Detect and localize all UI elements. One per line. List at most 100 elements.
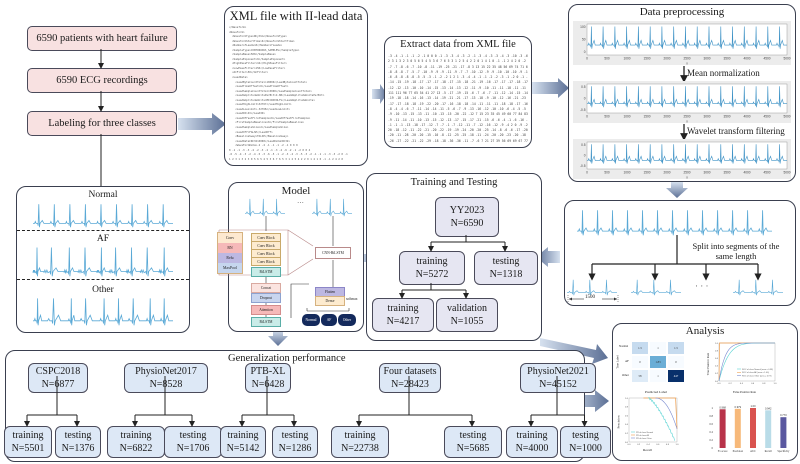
x-tick-label: 5000 [783, 57, 790, 61]
legend-label: ROC of class Normal (area = 0.98) [742, 369, 773, 371]
roc-y-label: True Positive Rate [706, 352, 711, 376]
y-tick-label: 0.8 [625, 407, 629, 409]
cnn-bilstm-block: CNN-BiLSTM [315, 247, 351, 259]
x-tick-label: 1500 [643, 115, 650, 119]
x-tick-label: 0.4 [740, 383, 744, 385]
x-tick-label: 0.2 [637, 444, 641, 446]
node-count: N=1318 [489, 269, 523, 280]
node-count: N=5685 [456, 443, 490, 454]
split-caption-line2: same length [715, 251, 757, 261]
y-tick-label: 50 [582, 38, 586, 42]
cm-cell: 1 [649, 341, 667, 355]
node-count: N=1000 [569, 443, 602, 454]
x-tick-label: 1000 [623, 171, 630, 175]
node-name: training [120, 430, 152, 441]
node-name: training [387, 303, 419, 314]
arrow-model-to-generalization [268, 330, 288, 346]
bilstm-block-1: BiLSTM [251, 267, 281, 277]
node-count: N=28423 [391, 379, 429, 390]
ecg-trace [33, 204, 173, 228]
conv-block-detail: Conv BN Relu MaxPool [217, 232, 243, 274]
xml-content: </Waveform> <Waveform> <WaveformType>Rhy… [229, 26, 348, 161]
node-name: PhysioNet2021 [527, 366, 589, 377]
metric-bar [765, 410, 772, 448]
node-count: N=1055 [450, 316, 484, 327]
node-name: validation [447, 303, 487, 314]
y-tick-label: 0.6 [625, 415, 629, 417]
y-tick-label: -0.5 [580, 108, 586, 112]
x-tick-label: 500 [604, 115, 610, 119]
conv-part-maxpool: MaxPool [218, 263, 242, 273]
node-name: CSPC2018 [35, 366, 81, 377]
segment-1 [567, 279, 617, 296]
model-input-ellipsis: ··· [297, 199, 304, 207]
x-tick-label: 2500 [683, 171, 690, 175]
conv-part-relu: Relu [218, 253, 242, 263]
xml-panel: XML file with II-lead data </Waveform> <… [224, 6, 368, 166]
x-tick-label: 4000 [743, 171, 750, 175]
ecg-trace [567, 279, 617, 296]
ecg-trace [733, 279, 783, 296]
generalization-connectors [24, 376, 588, 427]
dropout-block: Dropout [251, 293, 281, 303]
cm-row-label-other: Other [622, 373, 629, 377]
cm-y-label: True Label [615, 355, 620, 369]
metric-value-label: 1.00 [750, 404, 756, 408]
legend-label: PR of class Normal [636, 432, 654, 434]
y-tick-label: 0 [584, 50, 586, 54]
node-name: testing [179, 430, 207, 441]
node-count: N=6428 [251, 379, 285, 390]
node-count: N=4217 [386, 316, 420, 327]
split-caption: Split into segments of the same length [681, 241, 791, 261]
plot-axes [586, 141, 788, 170]
node-count: N=5142 [226, 443, 260, 454]
segment-panel: Split into segments of the same length ·… [564, 200, 796, 306]
node-testing: testing N=1318 [474, 251, 538, 285]
node-count: N=1706 [176, 443, 210, 454]
cm-cell: 1.83 [649, 355, 667, 369]
metric-category-label: AUC [750, 450, 756, 453]
pr-axes [628, 397, 678, 443]
ecg-normal [33, 204, 173, 228]
split-caption-line1: Split into segments of the [692, 241, 780, 251]
generalization-title: Generalization performance [228, 353, 346, 364]
legend-label: PR of class AF [636, 434, 650, 437]
node-name: training [516, 430, 548, 441]
node-name: training [12, 430, 44, 441]
model-title: Model [281, 185, 311, 197]
x-tick-label: 1500 [643, 57, 650, 61]
roc-other [718, 342, 775, 382]
y-tick-label: 0.2 [625, 433, 629, 435]
metric-bar [734, 408, 741, 448]
node-count: N=4000 [515, 443, 549, 454]
legend-label: PR of class Other [636, 437, 652, 440]
node-count: N=5501 [11, 443, 45, 454]
conv-block-4: Conv Block [251, 257, 281, 266]
x-tick-label: 2000 [663, 57, 670, 61]
x-tick-label: 1000 [623, 57, 630, 61]
ecg-other [33, 298, 173, 326]
metric-category-label: F1-score [718, 450, 729, 453]
cm-x-label: Predicted Label [645, 390, 668, 394]
y-tick-label: 100 [580, 25, 586, 29]
class-other-label: Other [92, 285, 114, 295]
output-other: Other [338, 314, 356, 326]
ecg-trace [631, 279, 681, 296]
model-input-ecg-1 [245, 198, 285, 217]
y-tick-label: 0 [584, 97, 586, 101]
concat-block: Concat [251, 283, 281, 293]
extract-panel: Extract data from XML file -3 -4 -1 -1 -… [384, 36, 532, 148]
cm-cell: 0 [667, 355, 685, 369]
ecg-trace [245, 198, 285, 217]
y-tick-label: 0.0 [715, 381, 719, 383]
y-tick-label: 1 [712, 406, 714, 410]
cm-cell: 1.5 [667, 341, 685, 355]
output-normal: Normal [302, 314, 320, 326]
